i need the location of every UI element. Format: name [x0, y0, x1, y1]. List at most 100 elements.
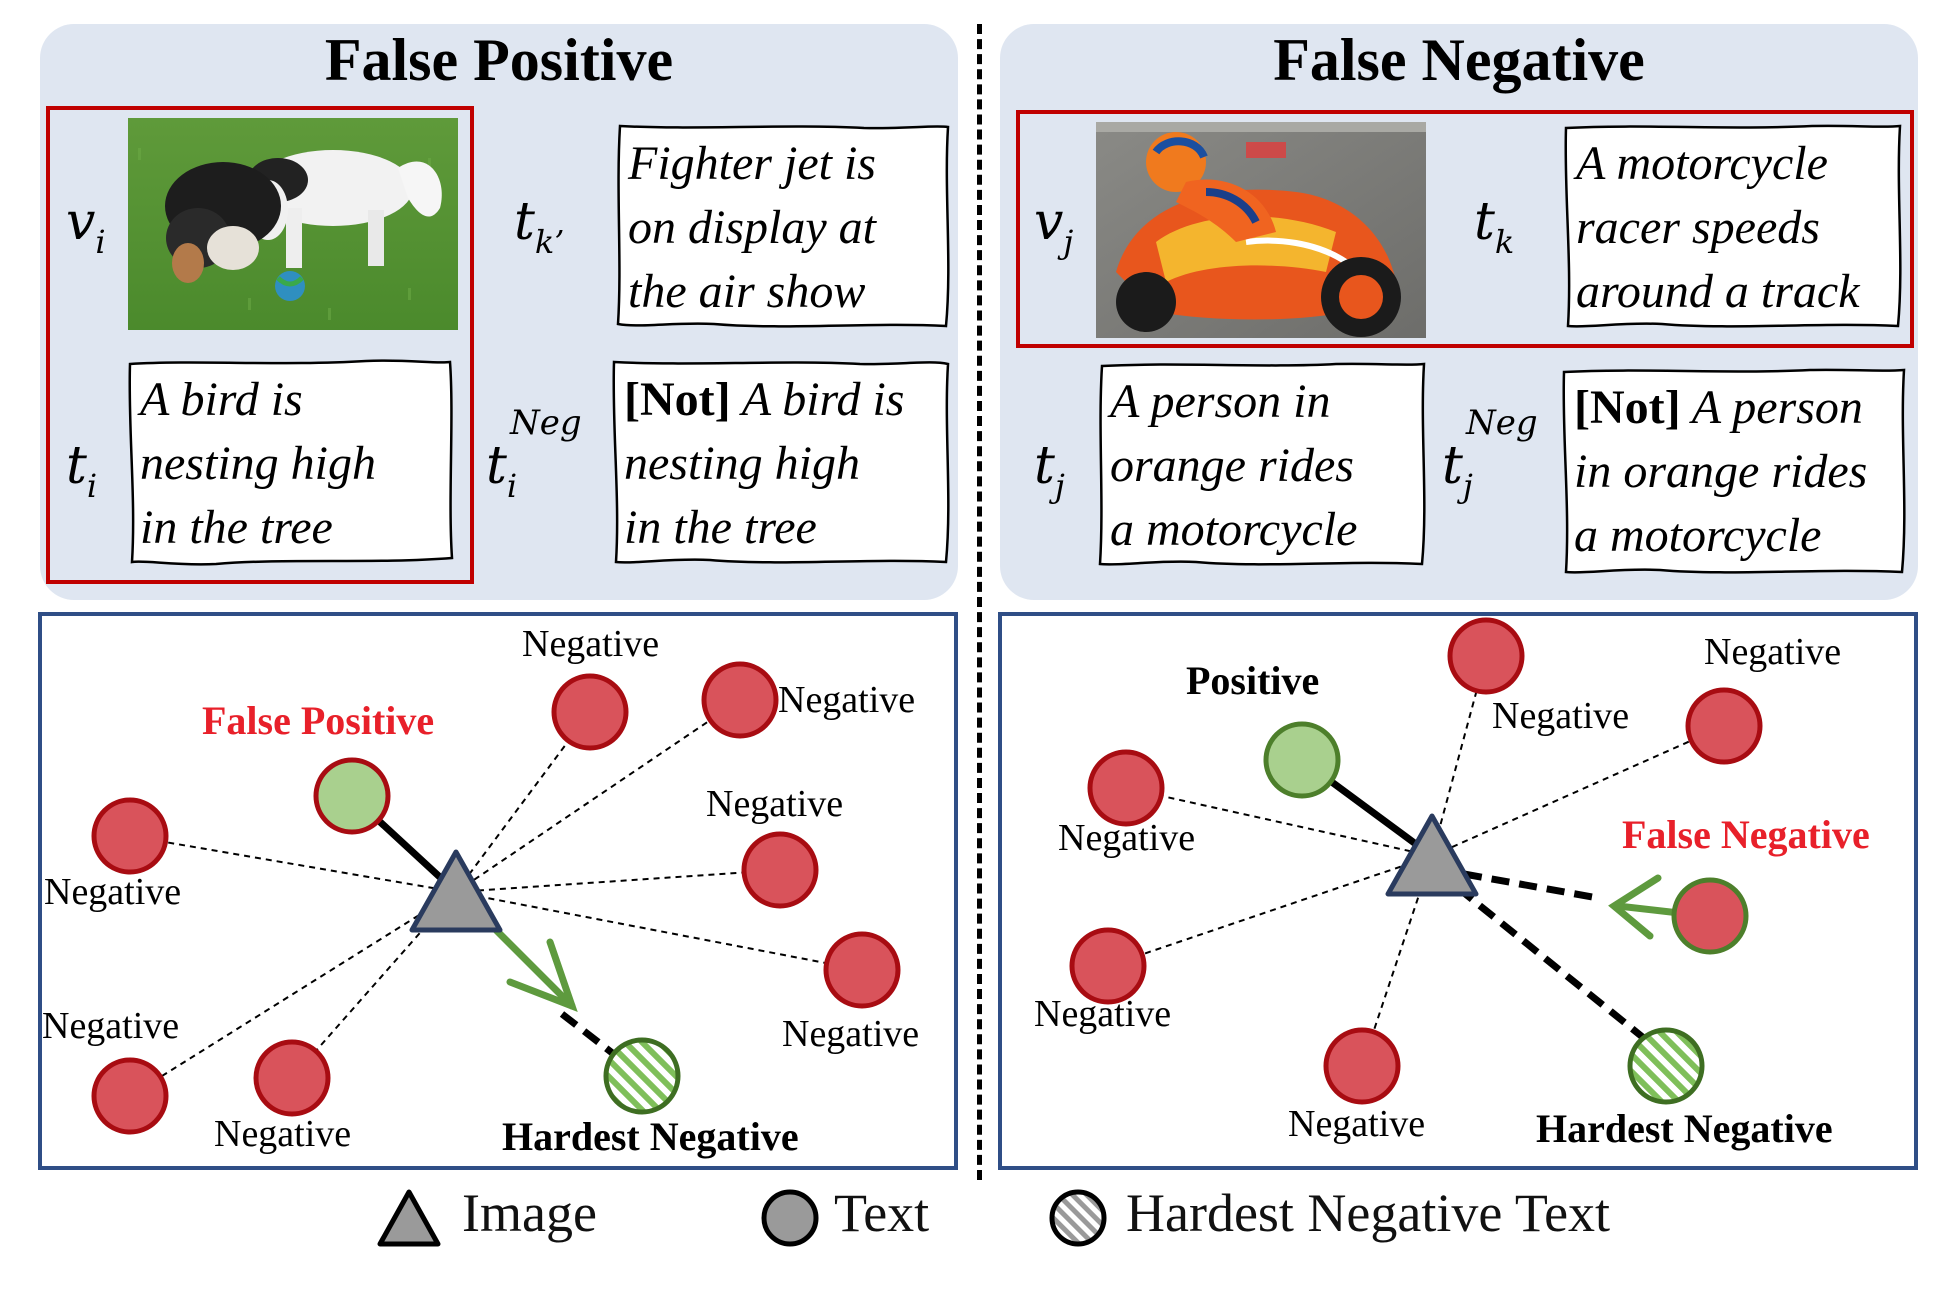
symbol-t-j: tj [1034, 440, 1065, 502]
center-divider [977, 24, 982, 1180]
symbol-sup: Neg [510, 403, 582, 443]
caption-text: Fighter jet is on display at the air sho… [628, 137, 876, 318]
symbol-t-k-prime: tk’ [514, 196, 564, 258]
caption-t-j: A person in orange rides a motorcycle [1096, 360, 1430, 570]
edge-false-negative [1463, 870, 1599, 902]
symbol-base: v [66, 192, 96, 252]
negative-label: Negative [214, 1113, 351, 1155]
symbol-v-i: vi [66, 196, 106, 258]
negative-node [91, 797, 169, 875]
symbol-v-j: vj [1034, 196, 1073, 258]
negative-label: Negative [778, 679, 915, 721]
symbol-t-k: tk [1474, 196, 1514, 258]
symbol-t-i-neg: ti Neg [486, 406, 582, 505]
symbol-t-j-neg: tj Neg [1442, 406, 1538, 505]
caption-text: A person in orange rides a motorcycle [1574, 381, 1868, 562]
symbol-base: t [1034, 436, 1055, 496]
symbol-sub: i [506, 467, 518, 505]
edge-negative [455, 869, 781, 893]
legend-image-label: Image [462, 1183, 597, 1243]
edge-negative [291, 891, 457, 1079]
caption-text: A bird is nesting high in the tree [140, 373, 376, 554]
negative-label: Negative [522, 623, 659, 665]
edge-negative [455, 891, 863, 971]
symbol-t-i: ti [66, 440, 97, 502]
caption-text-wrap: [Not] A bird is nesting high in the tree [624, 368, 948, 560]
positive-node [1263, 721, 1341, 799]
symbol-sub: j [1054, 467, 1065, 505]
negative-node [551, 673, 629, 751]
negative-label: Negative [782, 1013, 919, 1055]
caption-text-wrap: [Not] A person in orange rides a motorcy… [1574, 376, 1904, 568]
symbol-base: t [486, 436, 507, 496]
negative-node [1323, 1027, 1401, 1105]
edge-hardest-negative [1455, 885, 1669, 1059]
symbol-sub: j [1462, 467, 1473, 505]
negative-label: Negative [706, 783, 843, 825]
symbol-sub: j [1063, 223, 1074, 261]
caption-t-k-prime: Fighter jet is on display at the air sho… [614, 122, 954, 332]
symbol-base: t [66, 436, 87, 496]
legend-text-icon [761, 1189, 819, 1247]
false-negative-label: False Negative [1622, 812, 1870, 857]
false-positive-pair-box [46, 106, 474, 584]
dogs-photo [128, 118, 458, 330]
legend-image-icon [377, 1189, 441, 1247]
not-prefix: [Not] [1574, 381, 1681, 434]
edge-negative [1431, 725, 1725, 857]
symbol-base: t [1474, 192, 1495, 252]
caption-t-i-neg: [Not] A bird is nesting high in the tree [610, 358, 954, 568]
legend-hardest-label: Hardest Negative Text [1126, 1183, 1611, 1243]
negative-node [91, 1057, 169, 1135]
edge-negative [1431, 655, 1487, 857]
negative-label: Negative [1492, 695, 1629, 737]
false-negative-diagram: Negative Negative Negative Negative Nega… [998, 612, 1918, 1170]
false-negative-diagram-svg: Negative Negative Negative Negative Nega… [1034, 617, 1870, 1151]
edge-negative [1125, 787, 1433, 857]
false-positive-title: False Positive [324, 27, 674, 93]
false-negative-node [1671, 877, 1749, 955]
edge-negative [455, 699, 741, 893]
symbol-base: t [514, 192, 535, 252]
hardest-negative-node [1627, 1027, 1705, 1105]
hardest-negative-label: Hardest Negative [502, 1114, 799, 1159]
symbol-sub: k [1494, 223, 1515, 261]
caption-text: A motorcycle racer speeds around a track [1576, 137, 1860, 318]
negative-label: Negative [44, 871, 181, 913]
negative-label: Negative [1288, 1103, 1425, 1145]
positive-label: Positive [1186, 658, 1319, 703]
negative-node [1685, 687, 1763, 765]
legend-text-label: Text [834, 1183, 930, 1243]
negative-node [741, 831, 819, 909]
negative-node [1087, 749, 1165, 827]
not-prefix: [Not] [624, 373, 731, 426]
negative-label: Negative [1704, 631, 1841, 673]
symbol-sub: i [86, 467, 98, 505]
false-negative-title: False Negative [1273, 27, 1645, 93]
negative-node [1447, 617, 1525, 695]
hardest-negative-node [603, 1037, 681, 1115]
caption-t-i: A bird is nesting high in the tree [126, 358, 456, 566]
hardest-negative-label: Hardest Negative [1536, 1106, 1833, 1151]
negative-label: Negative [1058, 817, 1195, 859]
caption-text: A person in orange rides a motorcycle [1110, 375, 1358, 556]
legend-hardest-icon [1049, 1189, 1107, 1247]
negative-label: Negative [42, 1005, 179, 1047]
symbol-sub: i [95, 223, 106, 261]
image-node-triangle [1385, 813, 1479, 897]
symbol-base: v [1034, 192, 1064, 252]
symbol-sup: Neg [1466, 403, 1538, 443]
caption-t-k: A motorcycle racer speeds around a track [1562, 122, 1906, 332]
negative-node [701, 661, 779, 739]
caption-t-j-neg: [Not] A person in orange rides a motorcy… [1560, 366, 1910, 578]
negative-node [823, 931, 901, 1009]
motorcycle-photo [1096, 122, 1426, 338]
false-positive-node [313, 757, 391, 835]
symbol-base: t [1442, 436, 1463, 496]
negative-node [253, 1039, 331, 1117]
symbol-sub: k’ [534, 223, 565, 261]
edge-negative [129, 835, 457, 893]
image-node-triangle [409, 849, 503, 933]
edge-negative [1107, 855, 1433, 967]
